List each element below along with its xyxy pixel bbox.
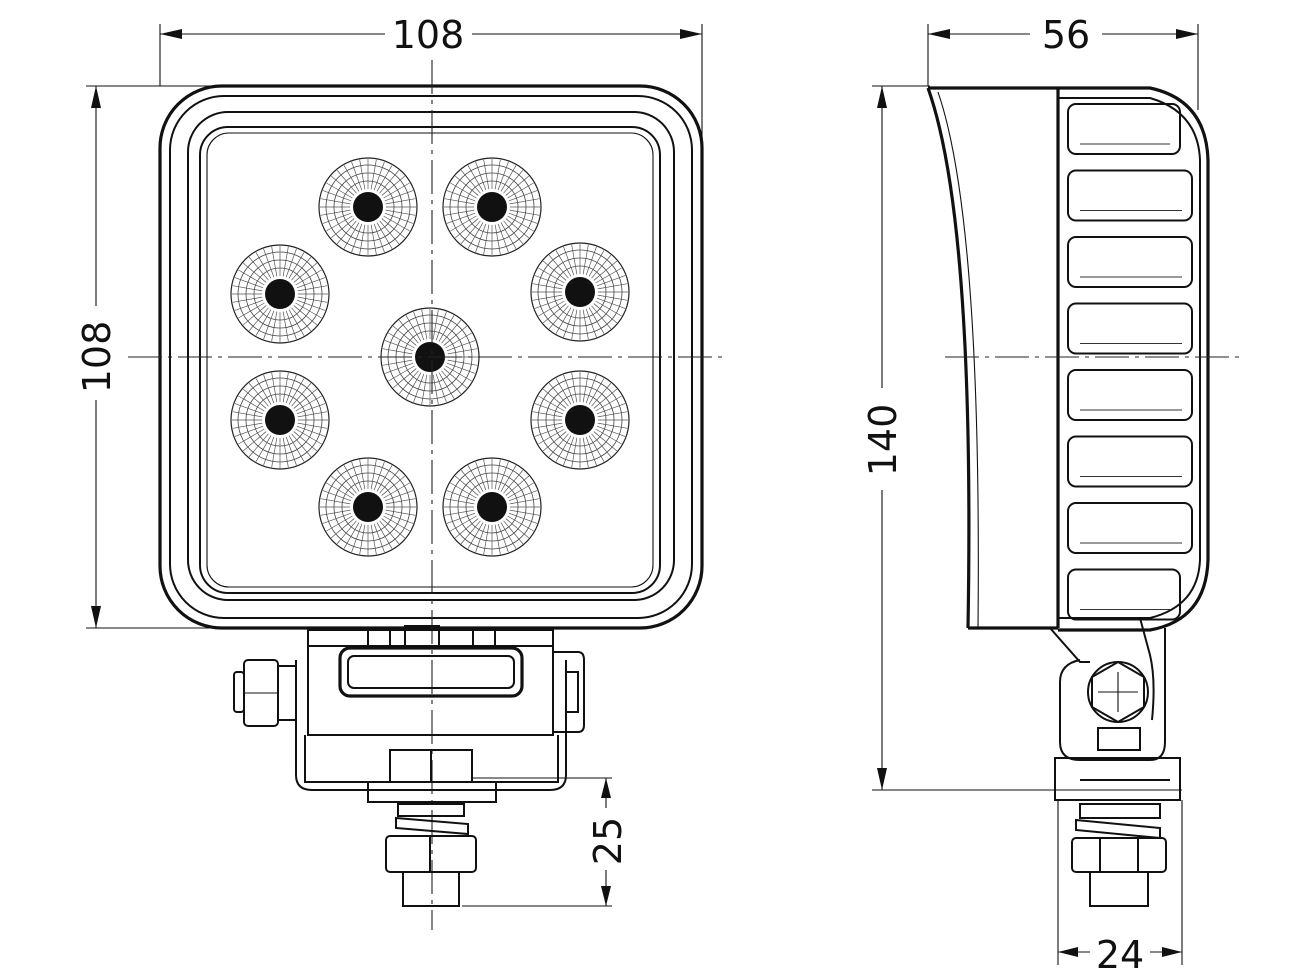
dim-side-height: 140 bbox=[861, 85, 1182, 791]
led-9 bbox=[442, 457, 542, 557]
led-8 bbox=[318, 457, 418, 557]
dim-front-height-label: 108 bbox=[75, 321, 119, 394]
fin-3 bbox=[1067, 236, 1193, 288]
dim-side-height-label: 140 bbox=[861, 404, 905, 477]
dim-front-height: 108 bbox=[75, 85, 240, 629]
fin-6 bbox=[1067, 435, 1193, 488]
dim-front-width: 108 bbox=[159, 13, 703, 140]
front-view: 108 108 25 bbox=[75, 13, 728, 930]
side-cooling-fins bbox=[1067, 103, 1193, 621]
led-7 bbox=[530, 370, 630, 470]
fin-1 bbox=[1067, 103, 1181, 155]
led-6 bbox=[230, 370, 330, 470]
led-2 bbox=[442, 157, 542, 257]
front-lens-grid bbox=[206, 132, 654, 588]
led-3 bbox=[230, 244, 330, 344]
fin-8 bbox=[1067, 568, 1181, 621]
side-bracket bbox=[1049, 617, 1181, 907]
dim-stud-width-label: 24 bbox=[1096, 933, 1144, 975]
dim-thread-length: 25 bbox=[462, 777, 630, 907]
side-lens-curve bbox=[926, 87, 971, 629]
front-bracket bbox=[233, 625, 585, 907]
fin-5 bbox=[1067, 369, 1193, 421]
led-1 bbox=[318, 157, 418, 257]
fin-2 bbox=[1067, 169, 1193, 222]
dim-side-depth-label: 56 bbox=[1042, 13, 1090, 57]
dim-front-width-label: 108 bbox=[392, 13, 465, 57]
fin-4 bbox=[1067, 302, 1193, 355]
led-4 bbox=[530, 242, 630, 342]
dim-thread-length-label: 25 bbox=[586, 817, 630, 865]
dim-stud-width: 24 bbox=[1057, 800, 1183, 975]
dim-side-depth: 56 bbox=[927, 13, 1199, 110]
side-view: 56 140 24 bbox=[861, 13, 1240, 975]
fin-7 bbox=[1067, 502, 1193, 554]
